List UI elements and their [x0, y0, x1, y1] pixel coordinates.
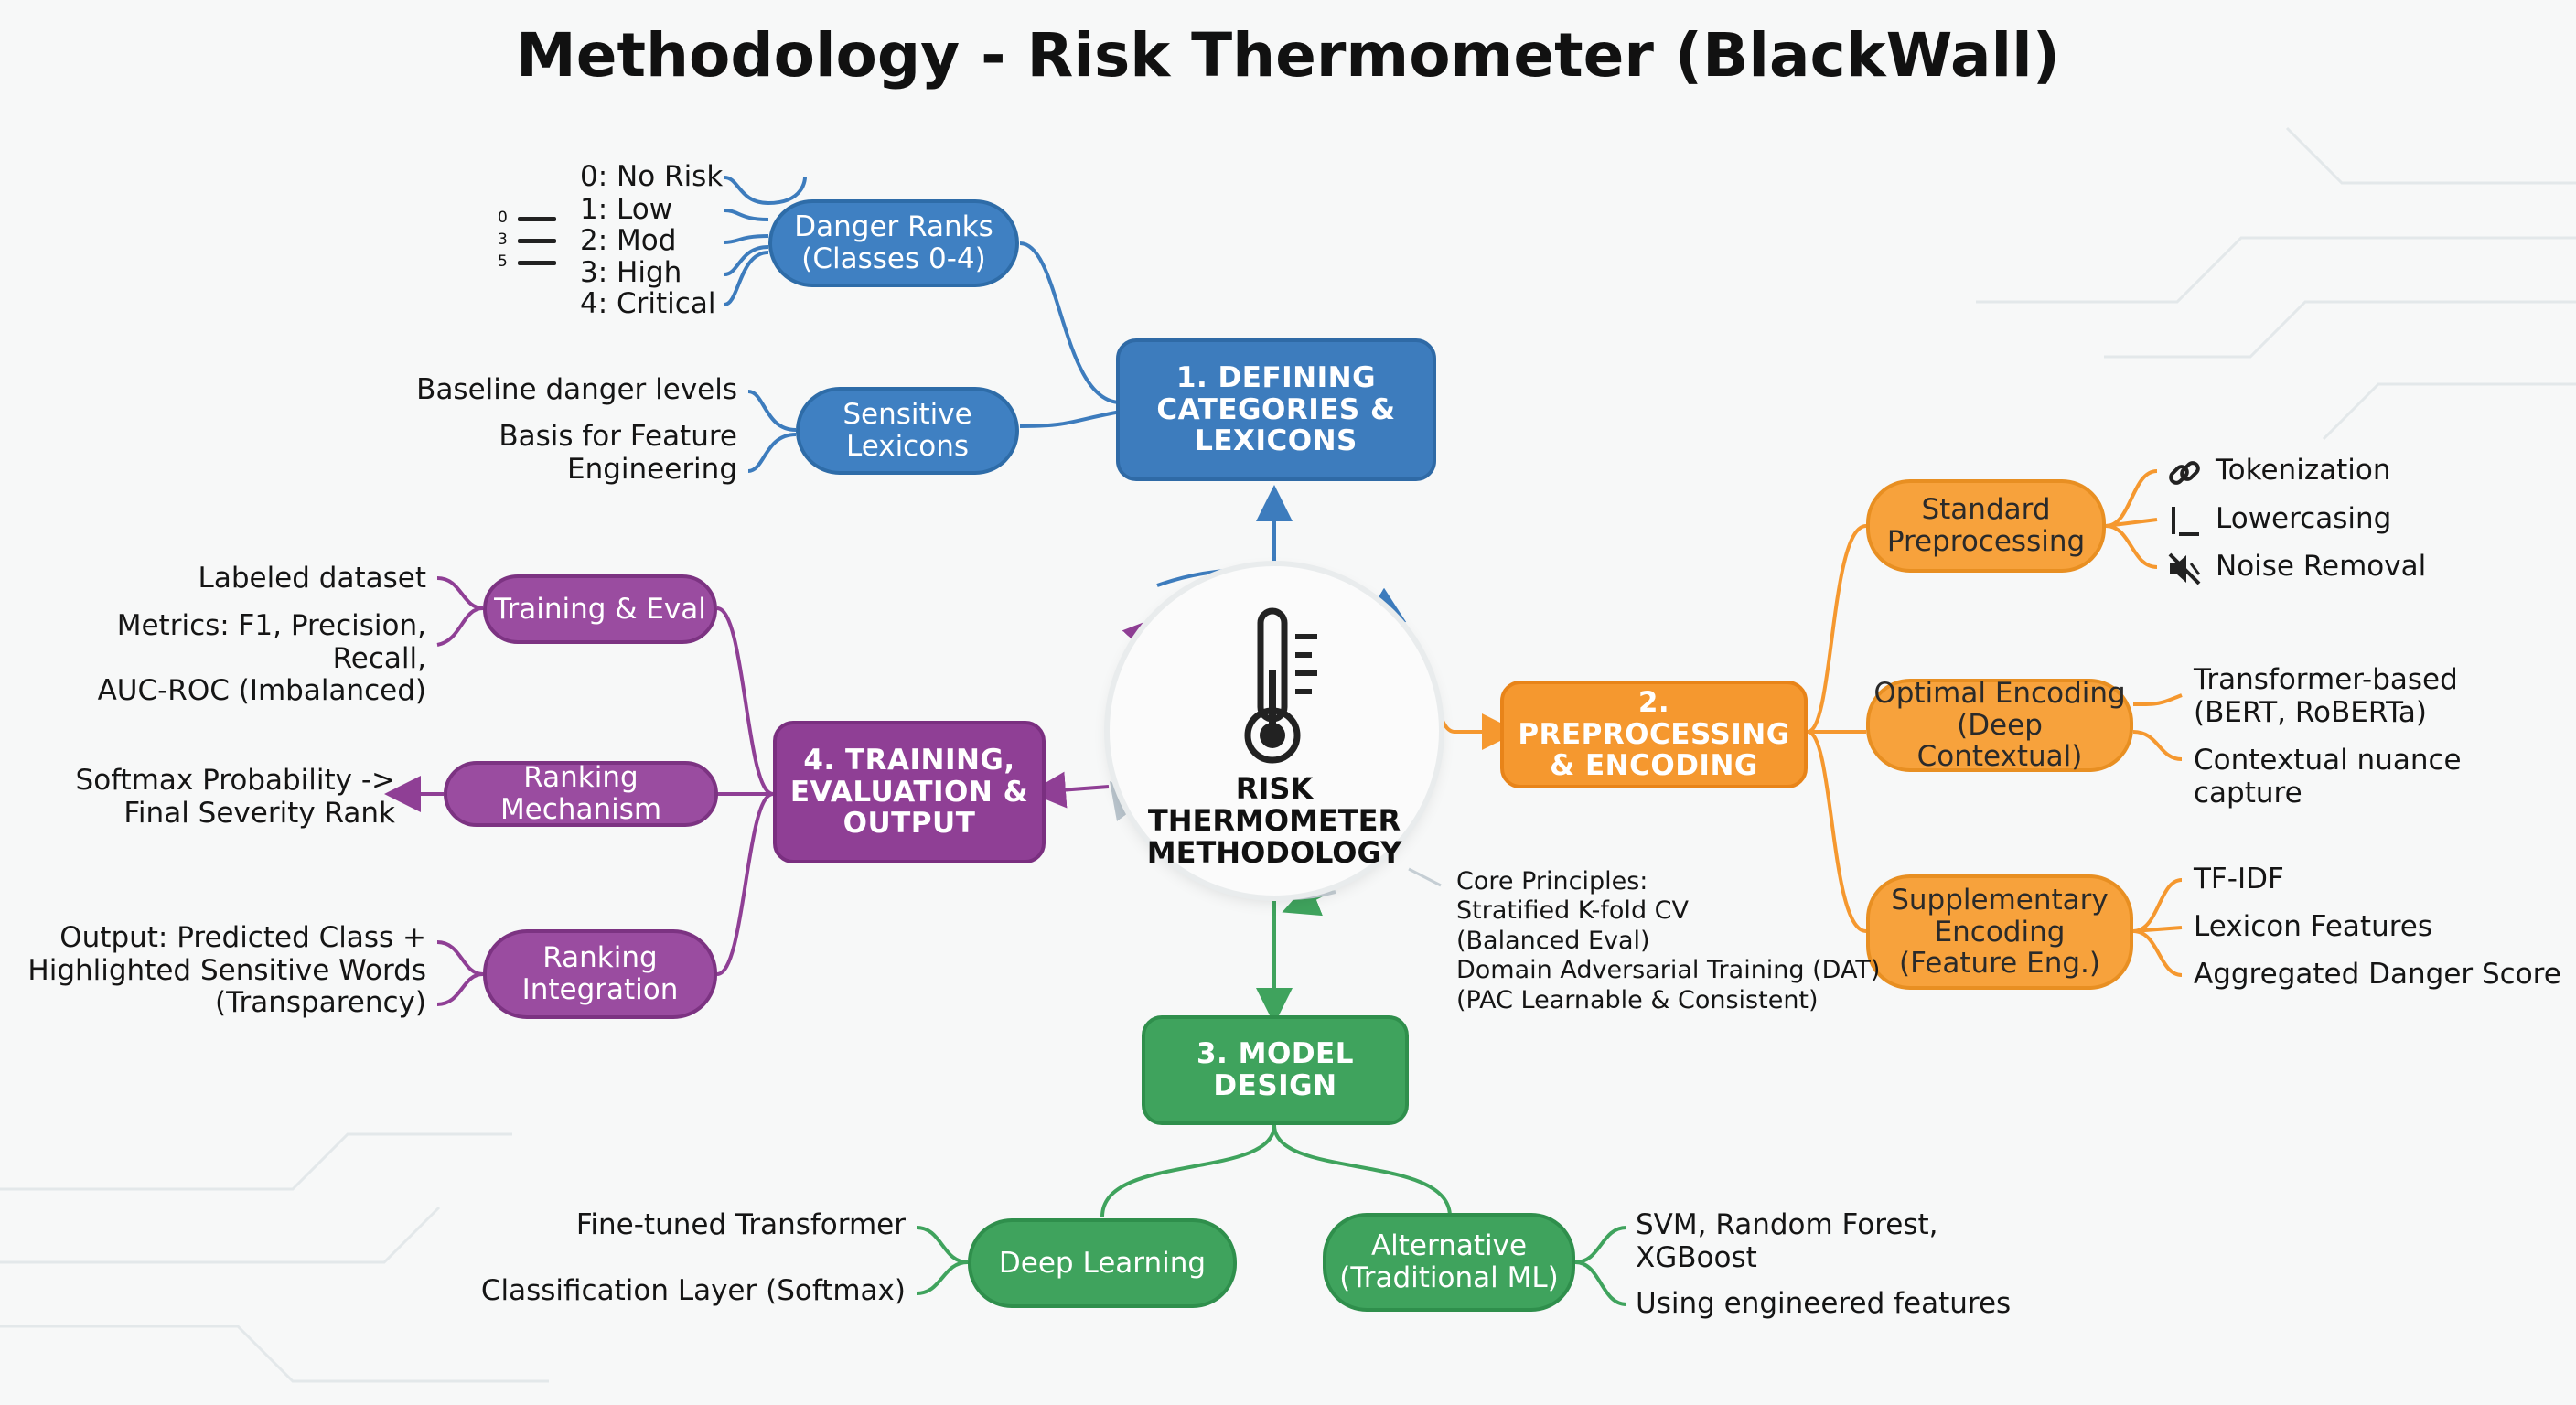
- preprocessing-item: Lowercasing: [2216, 502, 2392, 535]
- danger-rank-item: 2: Mod: [580, 224, 677, 257]
- supplementary-item: TF-IDF: [2194, 863, 2284, 896]
- text-cursor-icon: [2172, 507, 2199, 536]
- danger-rank-item: 4: Critical: [580, 287, 716, 320]
- supplementary-item: Aggregated Danger Score: [2194, 958, 2561, 991]
- lexicon-item: Baseline danger levels: [416, 373, 737, 406]
- list-icon-glyph: 3: [498, 231, 508, 249]
- link-icon: [2169, 461, 2200, 485]
- deep-learning-item: Fine-tuned Transformer: [575, 1208, 906, 1241]
- core-principles-note: Core Principles: Stratified K-fold CV (B…: [1456, 867, 1881, 1014]
- page-title: Methodology - Risk Thermometer (BlackWal…: [516, 20, 2060, 91]
- training-evaluation-node[interactable]: 4. TRAINING, EVALUATION & OUTPUT: [773, 721, 1046, 863]
- danger-ranks-node[interactable]: Danger Ranks (Classes 0-4): [768, 199, 1019, 287]
- optimal-encoding-item: Transformer-based (BERT, RoBERTa): [2194, 663, 2458, 729]
- preprocessing-encoding-node[interactable]: 2. PREPROCESSING & ENCODING: [1500, 681, 1808, 788]
- ranking-mechanism-item: Softmax Probability -> Final Severity Ra…: [75, 764, 395, 830]
- preprocessing-item: Noise Removal: [2216, 550, 2427, 583]
- standard-preprocessing-node[interactable]: Standard Preprocessing: [1866, 479, 2106, 573]
- danger-rank-item: 0: No Risk: [580, 160, 724, 193]
- training-eval-item: Metrics: F1, Precision, Recall, AUC-ROC …: [97, 609, 426, 708]
- supplementary-item: Lexicon Features: [2194, 910, 2433, 943]
- optimal-encoding-node[interactable]: Optimal Encoding (Deep Contextual): [1866, 678, 2133, 773]
- background-circuit-lines: [0, 126, 2576, 1383]
- ranking-mechanism-node[interactable]: Ranking Mechanism: [444, 761, 718, 827]
- deep-learning-node[interactable]: Deep Learning: [968, 1218, 1237, 1308]
- deep-learning-item: Classification Layer (Softmax): [480, 1274, 906, 1307]
- sensitive-lexicons-node[interactable]: Sensitive Lexicons: [796, 387, 1019, 475]
- ranking-integration-item: Output: Predicted Class + Highlighted Se…: [27, 921, 426, 1020]
- defining-categories-node[interactable]: 1. DEFINING CATEGORIES & LEXICONS: [1116, 338, 1436, 481]
- danger-rank-item: 1: Low: [580, 193, 673, 226]
- danger-rank-item: 3: High: [580, 256, 682, 289]
- mute-icon: [2168, 552, 2201, 585]
- alternative-ml-item: SVM, Random Forest, XGBoost: [1636, 1208, 1938, 1274]
- preprocessing-item: Tokenization: [2216, 454, 2391, 487]
- alternative-ml-item: Using engineered features: [1636, 1287, 2012, 1320]
- alternative-ml-node[interactable]: Alternative (Traditional ML): [1323, 1213, 1575, 1312]
- supplementary-encoding-node[interactable]: Supplementary Encoding (Feature Eng.): [1866, 874, 2133, 990]
- training-eval-node[interactable]: Training & Eval: [483, 574, 717, 644]
- training-eval-item: Labeled dataset: [198, 562, 426, 595]
- center-label: RISK THERMOMETER METHODOLOGY: [1146, 771, 1402, 871]
- ranking-integration-node[interactable]: Ranking Integration: [483, 929, 717, 1019]
- lexicon-item: Basis for Feature Engineering: [499, 420, 737, 486]
- list-icon-glyph: 0: [498, 209, 508, 227]
- model-design-node[interactable]: 3. MODEL DESIGN: [1142, 1015, 1409, 1125]
- optimal-encoding-item: Contextual nuance capture: [2194, 744, 2462, 810]
- numbered-list-icon: 0 3 5: [498, 209, 562, 274]
- list-icon-glyph: 5: [498, 252, 508, 271]
- thermometer-icon: [1244, 607, 1317, 764]
